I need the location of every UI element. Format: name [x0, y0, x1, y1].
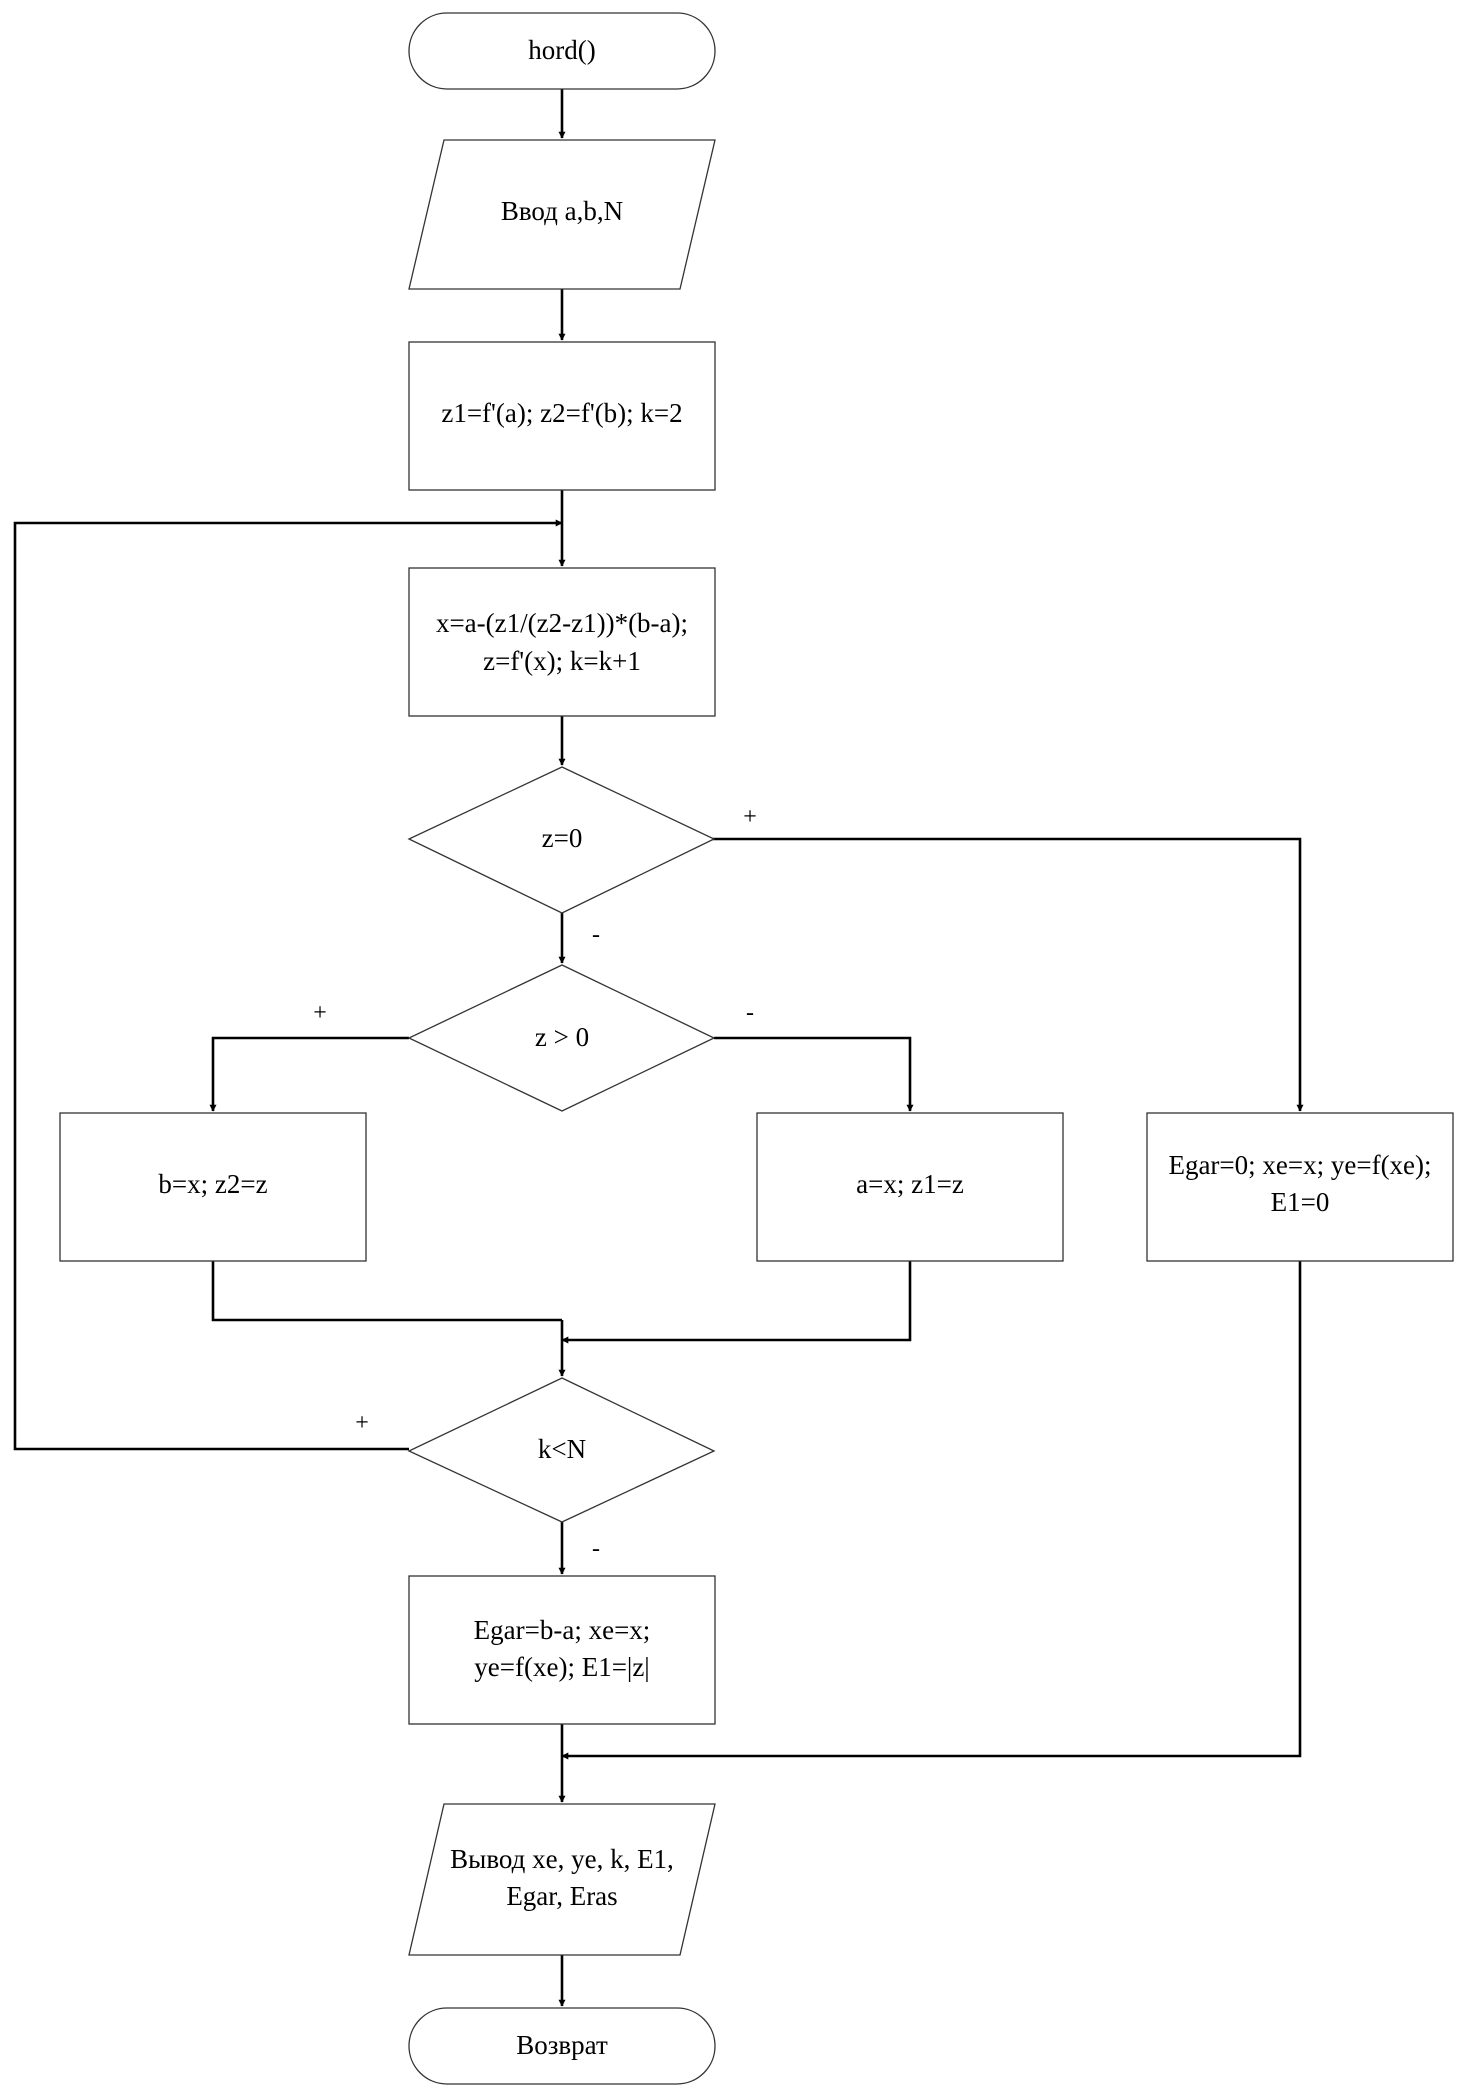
- output-block: Вывод xe, ye, k, E1, Egar, Eras: [408, 1803, 716, 1956]
- arrow-found-to-merge: [561, 1261, 1302, 1760]
- assign-a-block: a=x; z1=z: [756, 1112, 1064, 1262]
- arrow-pos-no-to-assign-a: [714, 1036, 914, 1112]
- connectors: [13, 89, 1304, 2007]
- found-root-label-line1: Egar=0; xe=x; ye=f(xe);: [1168, 1150, 1431, 1180]
- result-label-line2: ye=f(xe); E1=|z|: [474, 1652, 649, 1682]
- branch-labels: + - + - + -: [313, 804, 757, 1562]
- assign-b-block: b=x; z2=z: [59, 1112, 367, 1262]
- output-label-line1: Вывод xe, ye, k, E1,: [450, 1844, 674, 1874]
- pos-no-label: -: [746, 1000, 754, 1026]
- compute-block: x=a-(z1/(z2-z1))*(b-a); z=f'(x); k=k+1: [408, 567, 716, 717]
- init-label: z1=f'(a); z2=f'(b); k=2: [441, 398, 682, 428]
- zero-no-label: -: [592, 922, 600, 948]
- result-label-line1: Egar=b-a; xe=x;: [474, 1615, 651, 1645]
- line-assign-b-to-merge: [211, 1261, 562, 1322]
- arrow-assign-a-to-merge: [561, 1261, 912, 1344]
- end-terminator: Возврат: [408, 2007, 716, 2085]
- loop-check-decision: k<N: [407, 1377, 716, 1523]
- found-root-label-line2: E1=0: [1271, 1187, 1330, 1217]
- found-root-block: Egar=0; xe=x; ye=f(xe); E1=0: [1146, 1112, 1454, 1262]
- zero-yes-label: +: [743, 804, 757, 830]
- result-block: Egar=b-a; xe=x; ye=f(xe); E1=|z|: [408, 1575, 716, 1725]
- zero-check-label: z=0: [542, 823, 583, 853]
- start-terminator: hord(): [408, 12, 716, 90]
- assign-a-label: a=x; z1=z: [856, 1169, 964, 1199]
- end-label: Возврат: [516, 2030, 608, 2060]
- output-label-line2: Egar, Eras: [506, 1881, 617, 1911]
- compute-label-line2: z=f'(x); k=k+1: [483, 646, 641, 676]
- input-label: Ввод a,b,N: [501, 196, 623, 226]
- assign-b-label: b=x; z2=z: [158, 1169, 267, 1199]
- input-block: Ввод a,b,N: [408, 139, 716, 290]
- positive-check-decision: z > 0: [407, 964, 716, 1112]
- compute-label-line1: x=a-(z1/(z2-z1))*(b-a);: [436, 608, 688, 638]
- arrow-zero-yes-to-found: [712, 837, 1304, 1112]
- loop-check-label: k<N: [538, 1434, 586, 1464]
- positive-check-label: z > 0: [535, 1022, 589, 1052]
- loop-no-label: -: [592, 1536, 600, 1562]
- init-block: z1=f'(a); z2=f'(b); k=2: [408, 341, 716, 491]
- arrow-pos-yes-to-assign-b: [209, 1036, 409, 1112]
- start-label: hord(): [528, 35, 595, 65]
- loop-yes-label: +: [355, 1410, 369, 1436]
- pos-yes-label: +: [313, 1000, 327, 1026]
- arrow-loop-yes-back: [13, 519, 563, 1451]
- zero-check-decision: z=0: [407, 766, 716, 914]
